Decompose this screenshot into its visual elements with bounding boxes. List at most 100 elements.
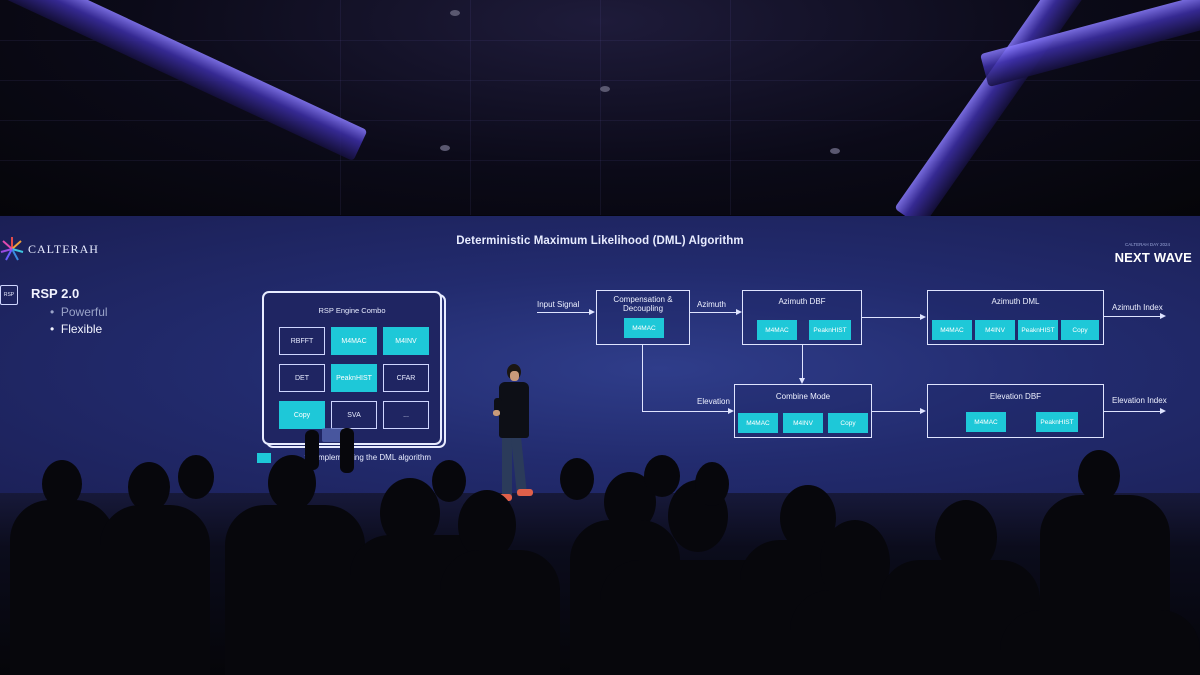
azimuth-label: Azimuth: [697, 300, 726, 309]
ceiling-grid: [0, 40, 1200, 41]
arrow-icon: [1160, 313, 1166, 319]
chip-label: RSP: [3, 292, 15, 298]
compensation-title: Compensation & Decoupling: [613, 295, 673, 313]
input-signal-label: Input Signal: [537, 300, 580, 309]
audience-body: [225, 505, 365, 675]
ceiling-grid: [0, 160, 1200, 161]
presenter-face: [510, 371, 519, 381]
engine-cell-highlight: Copy: [279, 401, 325, 429]
event-tag: CALTERAH DAY 2024: [1124, 242, 1170, 247]
az-dml-chip: Copy: [1061, 320, 1099, 340]
feature-label: Flexible: [60, 322, 103, 336]
engine-cell: RBFFT: [279, 327, 325, 355]
engine-cell-highlight: M4INV: [383, 327, 429, 355]
audience-head: [432, 460, 466, 502]
presenter-leg: [502, 436, 512, 496]
engine-cell: CFAR: [383, 364, 429, 392]
az-dml-chip: M4MAC: [932, 320, 972, 340]
azimuth-dbf-box: Azimuth DBF M4MAC PeaknHIST: [742, 290, 862, 345]
connector-line: [1104, 316, 1160, 317]
el-dbf-chip: PeaknHIST: [1036, 412, 1078, 432]
ceiling-light: [830, 148, 840, 154]
connector-line: [642, 411, 728, 412]
feature-label: Powerful: [60, 305, 108, 319]
azimuth-index-label: Azimuth Index: [1112, 303, 1163, 312]
arrow-down-icon: [799, 378, 805, 384]
az-dbf-chip: M4MAC: [757, 320, 797, 340]
presenter-shoe: [517, 489, 533, 496]
arrow-icon: [728, 408, 734, 414]
audience-head: [644, 455, 680, 497]
brand: CALTERAH: [0, 234, 99, 264]
combine-chip: M4INV: [783, 413, 823, 433]
azimuth-dbf-title: Azimuth DBF: [778, 297, 826, 306]
compensation-box: Compensation & Decoupling M4MAC: [596, 290, 690, 345]
ceiling-light: [450, 10, 460, 16]
phone-screen: [322, 428, 344, 442]
presenter-arm: [494, 398, 502, 416]
arrow-icon: [920, 408, 926, 414]
connector-line: [537, 312, 589, 313]
elevation-dbf-title: Elevation DBF: [989, 392, 1042, 401]
slide-title: Deterministic Maximum Likelihood (DML) A…: [456, 235, 744, 247]
engine-cell-highlight: M4MAC: [331, 327, 377, 355]
connector-line: [642, 345, 643, 412]
legend-swatch: [257, 453, 271, 463]
connector-line: [690, 312, 736, 313]
audience-head: [178, 455, 214, 499]
event-logo: NEXT WAVE: [1114, 250, 1192, 265]
brand-name: CALTERAH: [28, 241, 99, 256]
ceiling-grid: [730, 0, 731, 215]
presenter-torso: [499, 382, 529, 438]
el-dbf-chip: M4MAC: [966, 412, 1006, 432]
presentation-screen: CALTERAH Deterministic Maximum Likelihoo…: [0, 216, 1200, 493]
engine-cell: DET: [279, 364, 325, 392]
azimuth-dml-box: Azimuth DML M4MAC M4INV PeaknHIST Copy: [927, 290, 1104, 345]
audience-head: [458, 490, 516, 560]
audience-body: [1000, 610, 1200, 675]
connector-line: [862, 317, 920, 318]
audience-body: [100, 505, 210, 675]
presenter-leg: [510, 435, 528, 497]
arrow-icon: [920, 314, 926, 320]
engine-cell: SVA: [331, 401, 377, 429]
legend-text: ...for implementing the DML algorithm: [298, 453, 432, 462]
arrow-icon: [1160, 408, 1166, 414]
audience-body: [10, 500, 115, 675]
ceiling-grid: [600, 0, 601, 215]
combine-mode-box: Combine Mode M4MAC M4INV Copy: [734, 384, 872, 438]
raised-arm: [340, 428, 354, 473]
engine-combo-panel: RSP Engine Combo RBFFT M4MAC M4INV DET P…: [262, 291, 442, 445]
elevation-index-label: Elevation Index: [1112, 396, 1167, 405]
ceiling-grid: [470, 0, 471, 215]
ceiling-grid: [0, 80, 1200, 81]
audience-head: [695, 462, 729, 506]
az-dml-chip: PeaknHIST: [1018, 320, 1058, 340]
connector-line: [1104, 411, 1160, 412]
ceiling-grid: [340, 0, 341, 215]
ceiling-light: [600, 86, 610, 92]
combine-mode-title: Combine Mode: [775, 392, 831, 401]
ceiling-grid: [0, 120, 1200, 121]
azimuth-dml-title: Azimuth DML: [991, 297, 1040, 306]
product-title: RSP 2.0: [31, 286, 80, 301]
connector-line: [872, 411, 920, 412]
elevation-label: Elevation: [697, 397, 730, 406]
calterah-logo-icon: [0, 237, 24, 261]
connector-line: [802, 345, 803, 379]
audience-head: [560, 458, 594, 500]
combine-chip: Copy: [828, 413, 868, 433]
az-dbf-chip: PeaknHIST: [809, 320, 851, 340]
combine-chip: M4MAC: [738, 413, 778, 433]
raised-arm: [305, 430, 319, 470]
engine-cell-highlight: PeaknHIST: [331, 364, 377, 392]
chip-icon: RSP: [0, 285, 18, 305]
feature-item: • Flexible: [50, 322, 103, 336]
engine-cell: ...: [383, 401, 429, 429]
audience-head: [1078, 450, 1120, 502]
ceiling-light: [440, 145, 450, 151]
arrow-icon: [589, 309, 595, 315]
audience-head: [128, 462, 170, 512]
presenter-hand: [493, 410, 500, 416]
engine-combo-title: RSP Engine Combo: [318, 306, 386, 315]
